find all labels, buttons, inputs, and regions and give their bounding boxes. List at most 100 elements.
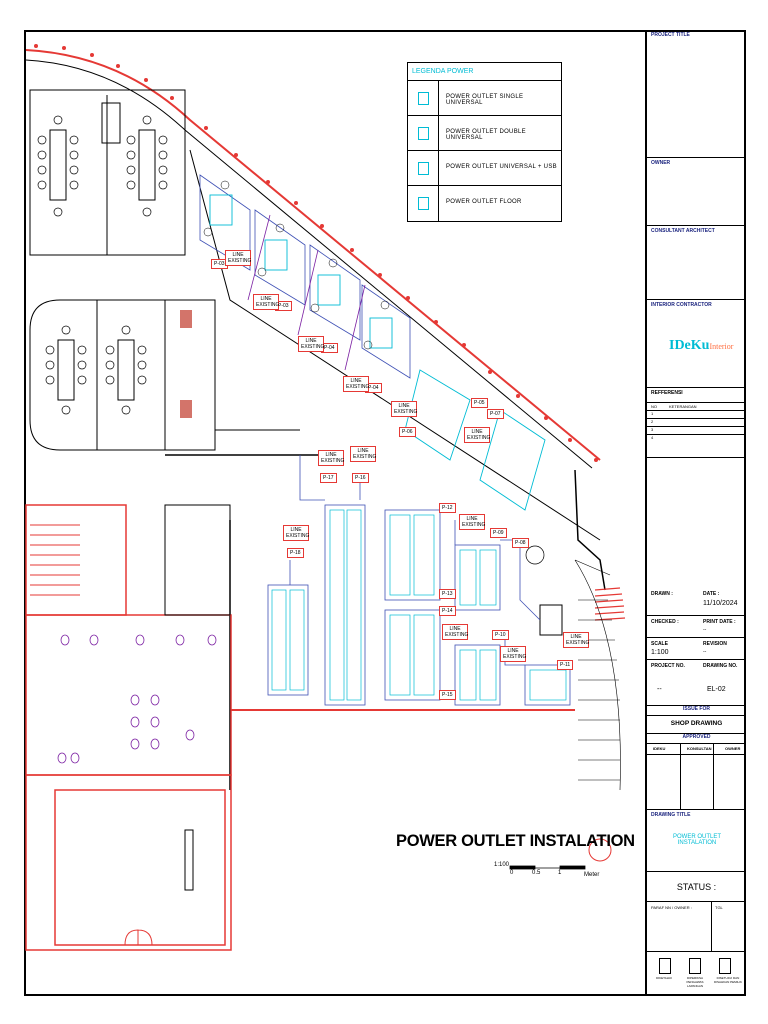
contractor-label: INTERIOR CONTRACTOR (651, 302, 712, 308)
outlet-single-icon (418, 92, 429, 105)
tag-p06: P-06 (399, 427, 416, 437)
tag-line-existing: LINE EXISTING (500, 646, 526, 662)
ref-col-no: NO (651, 404, 657, 409)
tag-line-existing: LINE EXISTING (298, 336, 324, 352)
outlet-floor-icon (418, 197, 429, 210)
tag-p07: P-07 (487, 409, 504, 419)
shop-drawing-cell: SHOP DRAWING (647, 716, 746, 734)
tag-p11: P-11 (557, 660, 574, 670)
legend-label: POWER OUTLET SINGLE UNIVERSAL (446, 94, 524, 106)
tag-p12: P-12 (439, 503, 456, 513)
scale-cell: SCALE 1:100 REVISION -- (647, 638, 746, 660)
tag-p14: P-14 (439, 606, 456, 616)
scale-ratio: 1:100 (494, 862, 510, 868)
approver-ideku: IDEKU (653, 746, 666, 751)
stamp-label: DISETUJUI DAN DISAHKAN PEMILIK (713, 976, 742, 984)
legend-row-usb: POWER OUTLET UNIVERSAL + USB (408, 151, 561, 186)
ideku-logo: IDeKuInterior (669, 338, 733, 354)
stamps-cell: DIKETAHUI DIPERIKSA PENGAWAS LAPANGAN DI… (647, 952, 746, 996)
date-label: DATE : (703, 591, 720, 597)
tag-line-existing: LINE EXISTING (464, 427, 490, 443)
revision-value: -- (703, 649, 707, 655)
tag-line-existing: LINE EXISTING (563, 632, 589, 648)
tag-p16: P-16 (352, 473, 369, 483)
stamp-label: DIKETAHUI (656, 976, 672, 980)
tgl-label: TGL (715, 905, 723, 910)
ref-col-ket: KETERANGAN (669, 404, 697, 409)
ref-row: 3 (651, 427, 654, 432)
tag-line-existing: LINE EXISTING (350, 446, 376, 462)
consultant-label: CONSULTANT ARCHITECT (651, 228, 715, 234)
drawing-title: POWER OUTLET INSTALATION (396, 832, 635, 850)
approved-cell: APPROVED (647, 734, 746, 744)
drawing-sheet-border (24, 30, 746, 996)
project-no-value: -- (657, 686, 662, 693)
tag-line-existing: LINE EXISTING (283, 525, 309, 541)
scale-label: SCALE (651, 641, 668, 647)
tag-line-existing: LINE EXISTING (318, 450, 344, 466)
owner-cell: OWNER (647, 158, 746, 226)
scale-value: 1:100 (651, 649, 669, 656)
project-no-cell: PROJECT NO. DRAWING NO. -- EL-02 (647, 660, 746, 706)
approved-label: APPROVED (682, 734, 711, 740)
tag-p05: P-05 (471, 398, 488, 408)
issue-for-label: ISSUE FOR (683, 706, 710, 712)
paraf-cell: PARAF NN / OWNER : TGL (647, 902, 746, 952)
outlet-double-icon (418, 127, 429, 140)
tag-p13: P-13 (439, 589, 456, 599)
approvers-cell: IDEKU KONSULTAN OWNER (647, 744, 746, 810)
legend-label: POWER OUTLET UNIVERSAL + USB (446, 164, 557, 170)
scale-tick: 0.5 (532, 870, 541, 876)
tag-line-existing: LINE EXISTING (459, 514, 485, 530)
legend-row-floor: POWER OUTLET FLOOR (408, 186, 561, 221)
stamp-icon (659, 958, 671, 974)
owner-label: OWNER (651, 160, 671, 166)
print-date-label: PRINT DATE : (703, 619, 736, 625)
stamp-icon (719, 958, 731, 974)
legend-row-single: POWER OUTLET SINGLE UNIVERSAL (408, 81, 561, 116)
paraf-label: PARAF NN / OWNER : (651, 905, 692, 910)
checked-cell: CHECKED : PRINT DATE : -- (647, 616, 746, 638)
status-label: STATUS : (676, 882, 717, 892)
ref-row: 1 (651, 411, 654, 416)
scale-tick: 0 (510, 870, 514, 876)
tag-line-existing: LINE EXISTING (391, 401, 417, 417)
tag-p18: P-18 (287, 548, 304, 558)
drawing-title-label: DRAWING TITLE (651, 812, 691, 818)
logo-sub: Interior (709, 342, 734, 351)
drawn-date-cell: DRAWN : DATE : 11/10/2024 (647, 588, 746, 616)
checked-label: CHECKED : (651, 619, 679, 625)
issue-cell: ISSUE FOR (647, 706, 746, 716)
drawing-title-value: POWER OUTLET INSTALATION (672, 834, 721, 846)
approver-konsultan: KONSULTAN (687, 746, 712, 751)
tag-p09: P-09 (490, 528, 507, 538)
legend-label: POWER OUTLET FLOOR (446, 199, 522, 205)
ref-row: 4 (651, 435, 654, 440)
revision-label: REVISION (703, 641, 727, 647)
stamp-icon (689, 958, 701, 974)
legend-title: LEGENDA POWER (408, 63, 561, 81)
shop-drawing-label: SHOP DRAWING (670, 720, 723, 727)
title-block: PROJECT TITLE OWNER CONSULTANT ARCHITECT… (645, 30, 746, 996)
tag-line-existing: LINE EXISTING (343, 376, 369, 392)
tag-p08: P-08 (512, 538, 529, 548)
project-title-label: PROJECT TITLE (651, 32, 690, 38)
legend-label: POWER OUTLET DOUBLE UNIVERSAL (446, 129, 526, 141)
outlet-usb-icon (418, 162, 429, 175)
scale-tick: 1 (558, 870, 562, 876)
scale-unit: Meter (584, 872, 600, 878)
reference-label: REFFERENSI (651, 390, 683, 396)
drawing-no-value: EL-02 (707, 686, 726, 693)
project-no-label: PROJECT NO. (651, 663, 685, 669)
scale-bar-label: 1:100 0 0.5 1 Meter (494, 862, 599, 878)
date-value: 11/10/2024 (703, 600, 738, 607)
approver-owner: OWNER (725, 746, 741, 751)
contractor-cell: INTERIOR CONTRACTOR IDeKuInterior (647, 300, 746, 388)
drawn-label: DRAWN : (651, 591, 673, 597)
drawing-title-cell: DRAWING TITLE POWER OUTLET INSTALATION (647, 810, 746, 872)
tag-line-existing: LINE EXISTING (253, 294, 279, 310)
ref-row: 2 (651, 419, 654, 424)
stamp-label: DIPERIKSA PENGAWAS LAPANGAN (686, 976, 704, 988)
power-legend: LEGENDA POWER POWER OUTLET SINGLE UNIVER… (407, 62, 562, 222)
drawing-no-label: DRAWING NO. (703, 663, 738, 669)
